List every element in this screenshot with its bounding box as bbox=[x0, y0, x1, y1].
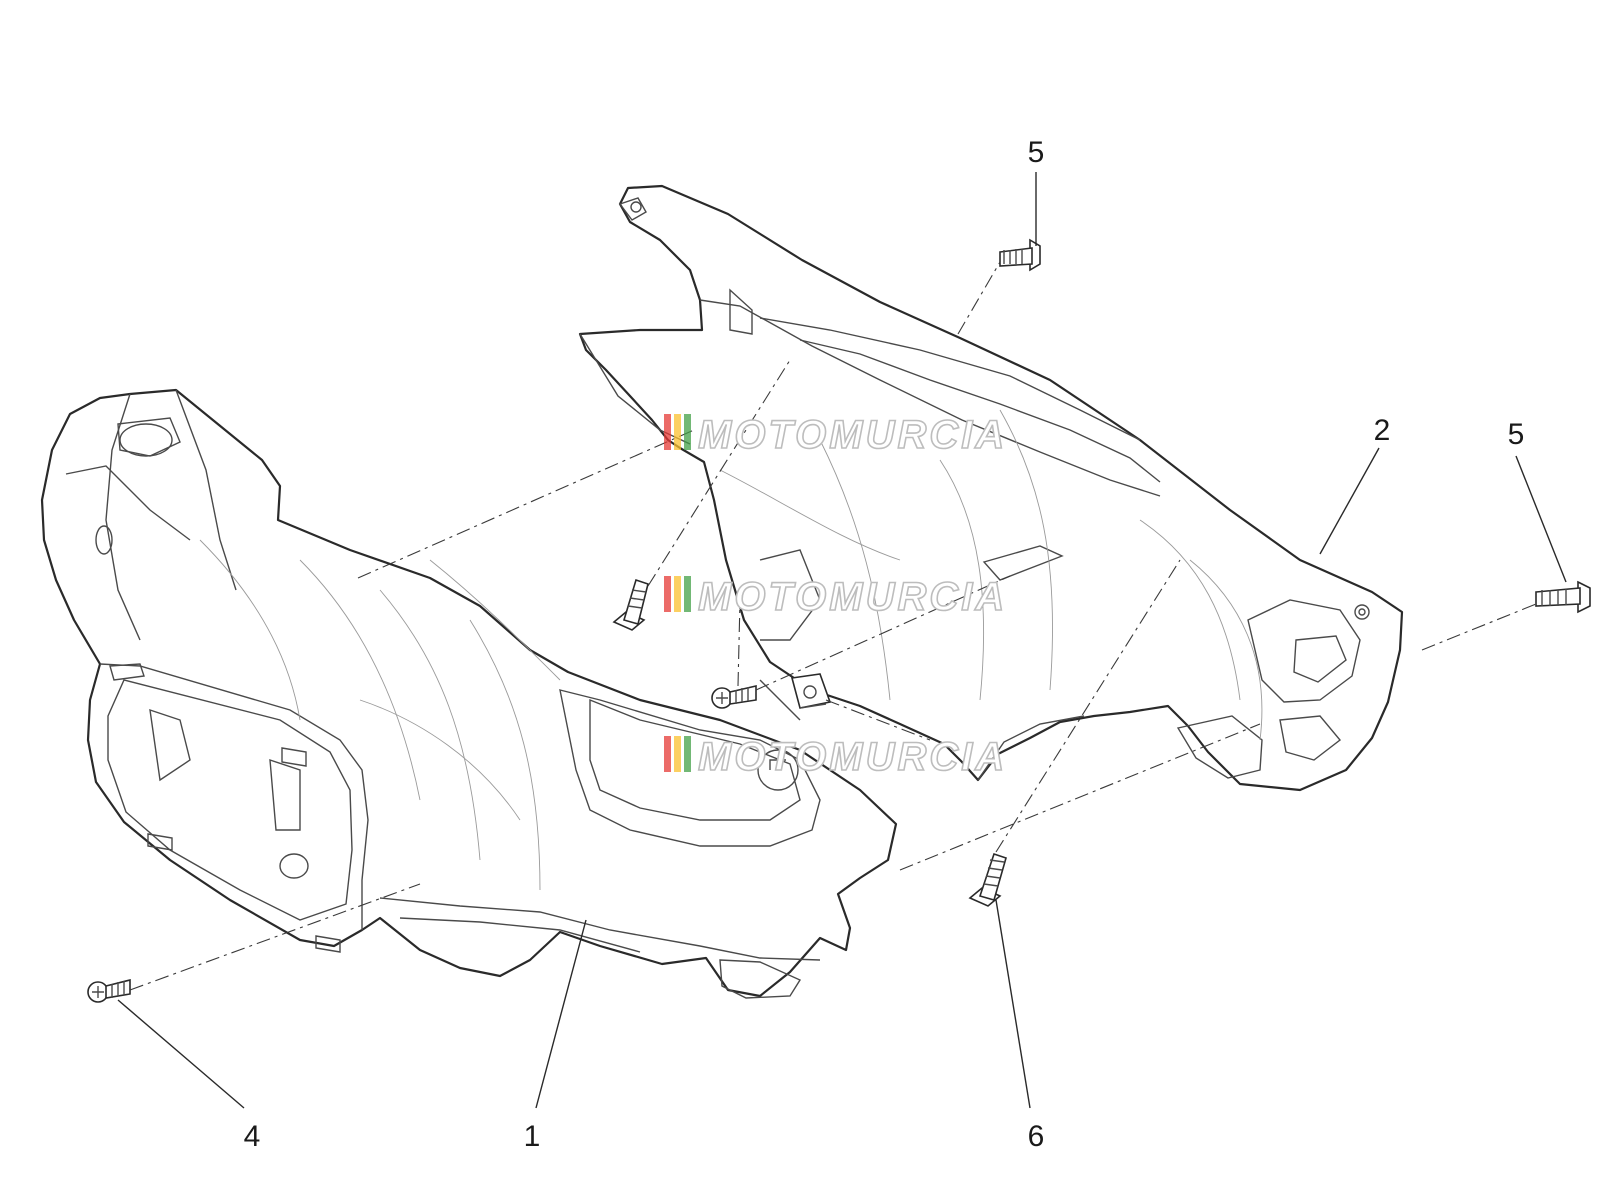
screw-mid-left bbox=[612, 578, 649, 631]
callout-5-right: 5 bbox=[1508, 418, 1525, 451]
screw-4 bbox=[87, 978, 131, 1003]
assembly-lines bbox=[129, 261, 1537, 991]
watermark-text: MOTOMURCIA bbox=[698, 575, 1007, 619]
watermark-text: MOTOMURCIA bbox=[698, 413, 1007, 457]
leader-lines bbox=[117, 172, 1567, 1109]
callout-2: 2 bbox=[1374, 414, 1391, 447]
callout-1: 1 bbox=[524, 1120, 541, 1153]
screw-6 bbox=[968, 852, 1007, 907]
front-handlebar-cover bbox=[40, 388, 898, 999]
callout-6: 6 bbox=[1028, 1120, 1045, 1153]
screw-mid-center bbox=[711, 684, 757, 709]
watermark-text: MOTOMURCIA bbox=[698, 735, 1007, 779]
watermark-logo-1: MOTOMURCIA bbox=[664, 412, 1007, 458]
callout-labels: 5 2 5 4 1 6 bbox=[244, 136, 1525, 1153]
screw-5-top bbox=[999, 238, 1041, 272]
watermark-logo-3: MOTOMURCIA bbox=[664, 734, 1007, 780]
rear-handlebar-cover bbox=[578, 184, 1404, 792]
callout-5-top: 5 bbox=[1028, 136, 1045, 169]
watermark-logo-2: MOTOMURCIA bbox=[664, 574, 1007, 620]
screw-5-right bbox=[1535, 580, 1591, 614]
callout-4: 4 bbox=[244, 1120, 261, 1153]
